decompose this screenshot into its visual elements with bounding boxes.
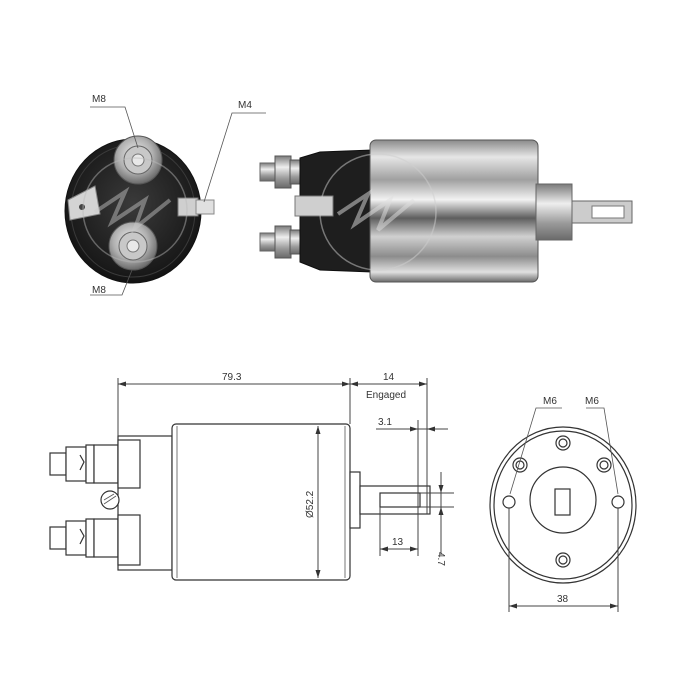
stud-bottom bbox=[259, 225, 303, 259]
stud-top bbox=[259, 155, 303, 189]
dim-overall-length: 79.3 bbox=[222, 372, 242, 383]
leader-m4 bbox=[203, 112, 266, 203]
label-m8-top: M8 bbox=[92, 94, 106, 105]
m4-side-terminal bbox=[177, 197, 215, 217]
drawing-side-view: 79.3 14 Engaged 3.1 13 4.7 Ø52.2 bbox=[49, 372, 454, 581]
dim-slot-width: 4.7 bbox=[435, 552, 446, 566]
bracket-left bbox=[67, 185, 101, 221]
m8-top-terminal bbox=[113, 135, 163, 185]
dim-plunger-travel-note: Engaged bbox=[366, 390, 406, 401]
drawing-front-view: M6 M6 38 bbox=[489, 396, 637, 612]
leader-m6-left bbox=[509, 407, 562, 495]
side-tab bbox=[294, 195, 334, 217]
drawn-stud-bottom bbox=[49, 518, 119, 558]
leader-m6-right bbox=[586, 407, 619, 495]
label-m8-bottom: M8 bbox=[92, 285, 106, 296]
label-m6-right: M6 bbox=[585, 396, 599, 407]
dim-slot-offset: 3.1 bbox=[378, 417, 392, 428]
center-slot bbox=[554, 488, 571, 516]
dim-plunger-travel: 14 bbox=[383, 372, 395, 383]
center-boss bbox=[529, 466, 597, 534]
plunger-collar bbox=[535, 183, 573, 241]
photo-end-view: M8 M4 M8 bbox=[64, 94, 266, 296]
plunger-slot bbox=[591, 205, 625, 219]
m8-bottom-terminal bbox=[108, 221, 158, 271]
label-m4: M4 bbox=[238, 100, 252, 111]
dim-diameter: Ø52.2 bbox=[305, 490, 316, 518]
label-m6-left: M6 bbox=[543, 396, 557, 407]
photo-side-view bbox=[259, 139, 633, 283]
watermark-logo bbox=[82, 157, 188, 263]
leader-m8-top bbox=[90, 106, 139, 149]
drawn-body bbox=[171, 423, 351, 581]
dim-slot-length: 13 bbox=[392, 537, 404, 548]
dim-mount-spacing: 38 bbox=[557, 594, 569, 605]
leader-m8-bottom bbox=[90, 269, 133, 296]
watermark-logo bbox=[319, 153, 437, 271]
mount-holes bbox=[502, 435, 625, 568]
solenoid-can bbox=[369, 139, 539, 283]
drawn-stud-top bbox=[49, 444, 119, 484]
